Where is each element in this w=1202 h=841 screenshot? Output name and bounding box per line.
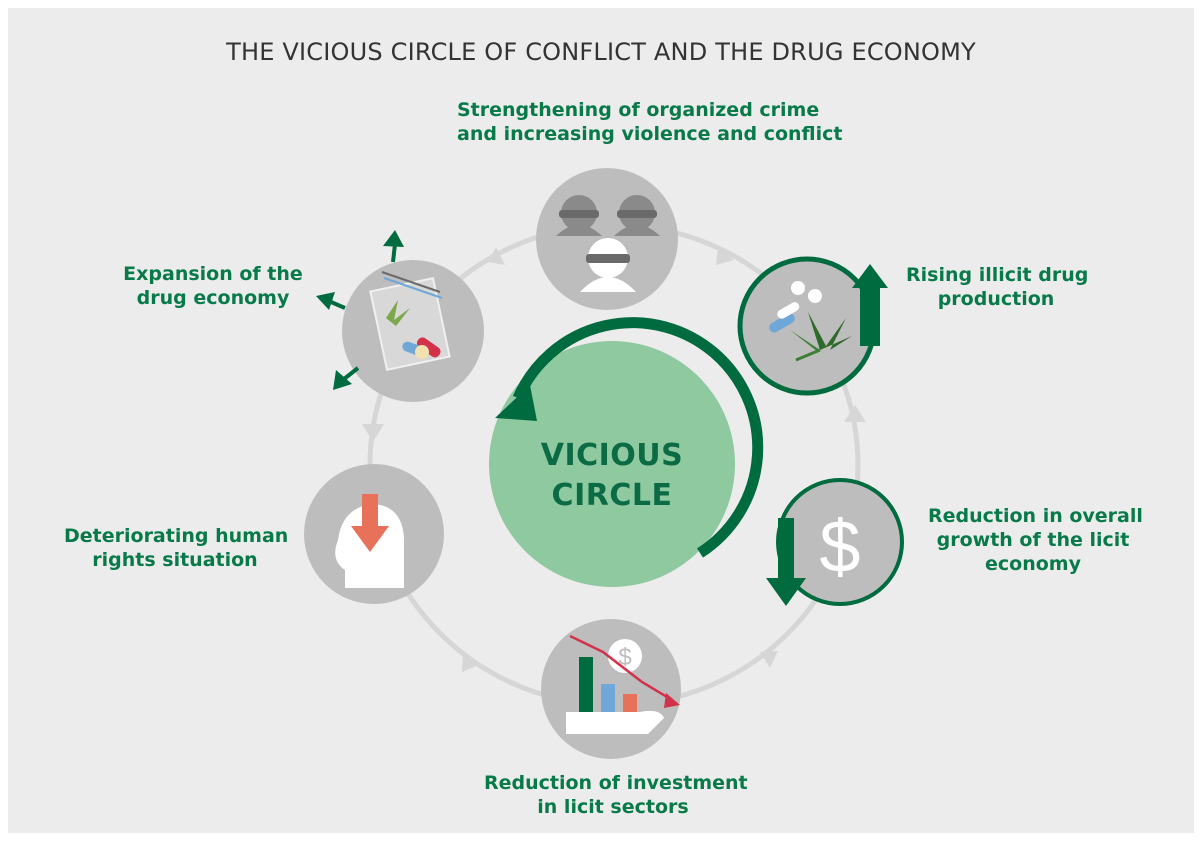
label-licit-line1: Reduction in overall bbox=[928, 505, 1143, 527]
center-label-line2: CIRCLE bbox=[551, 478, 673, 513]
node-crime bbox=[536, 168, 678, 310]
node-investment: $ bbox=[541, 619, 681, 759]
falling-chart-hand-icon: $ bbox=[566, 634, 680, 734]
center-label: VICIOUS CIRCLE bbox=[487, 436, 737, 516]
label-licit-line2: growth of the licit bbox=[936, 529, 1130, 551]
ring-arrow-bottom-left bbox=[462, 652, 480, 672]
label-expansion: Expansion of the drug economy bbox=[118, 262, 308, 310]
ring-arrow-top-right bbox=[716, 247, 734, 265]
ring-arrow-right bbox=[844, 405, 866, 422]
diagram-title: THE VICIOUS CIRCLE OF CONFLICT AND THE D… bbox=[226, 38, 976, 66]
masked-criminals-icon bbox=[556, 195, 660, 292]
production-up-arrow-icon bbox=[852, 264, 888, 346]
dollar-sign-icon: $ bbox=[819, 505, 860, 588]
label-investment-line1: Reduction of investment bbox=[484, 772, 748, 794]
node-expansion bbox=[316, 230, 484, 402]
center-arrowhead bbox=[495, 385, 537, 421]
node-human-rights bbox=[304, 464, 444, 604]
center-arc-arrow bbox=[512, 317, 764, 558]
licit-down-arrow-icon bbox=[766, 518, 806, 606]
label-crime: Strengthening of organized crime and inc… bbox=[457, 98, 843, 146]
label-licit-economy: Reduction in overall growth of the licit… bbox=[928, 504, 1143, 576]
label-licit-line3: economy bbox=[985, 553, 1081, 575]
node-production bbox=[737, 256, 888, 396]
node-licit-economy: $ bbox=[766, 478, 904, 606]
label-production: Rising illicit drug production bbox=[906, 263, 1089, 311]
svg-text:$: $ bbox=[618, 644, 631, 671]
red-down-arrow-icon bbox=[351, 494, 389, 552]
center-circle bbox=[489, 341, 735, 587]
label-human-rights-line1: Deteriorating human bbox=[64, 525, 289, 547]
label-expansion-line2: drug economy bbox=[136, 287, 290, 309]
label-human-rights: Deteriorating human rights situation bbox=[64, 524, 289, 572]
center-label-line1: VICIOUS bbox=[540, 438, 684, 473]
label-production-line1: Rising illicit drug bbox=[906, 264, 1089, 286]
drug-bag-icon bbox=[369, 271, 451, 371]
ring-arrow-bottom-right bbox=[760, 651, 778, 668]
label-investment-line2: in licit sectors bbox=[537, 796, 689, 818]
label-production-line2: production bbox=[937, 288, 1055, 310]
label-investment: Reduction of investment in licit sectors bbox=[484, 771, 748, 819]
label-crime-line2: and increasing violence and conflict bbox=[457, 123, 843, 145]
label-expansion-line1: Expansion of the bbox=[123, 263, 303, 285]
ring-arrow-left bbox=[362, 424, 384, 442]
expansion-arrows-icon bbox=[316, 230, 404, 390]
ring-arrow-top-left bbox=[488, 247, 505, 265]
label-human-rights-line2: rights situation bbox=[92, 549, 258, 571]
cannabis-pills-icon bbox=[769, 281, 852, 362]
label-crime-line1: Strengthening of organized crime bbox=[457, 99, 820, 121]
